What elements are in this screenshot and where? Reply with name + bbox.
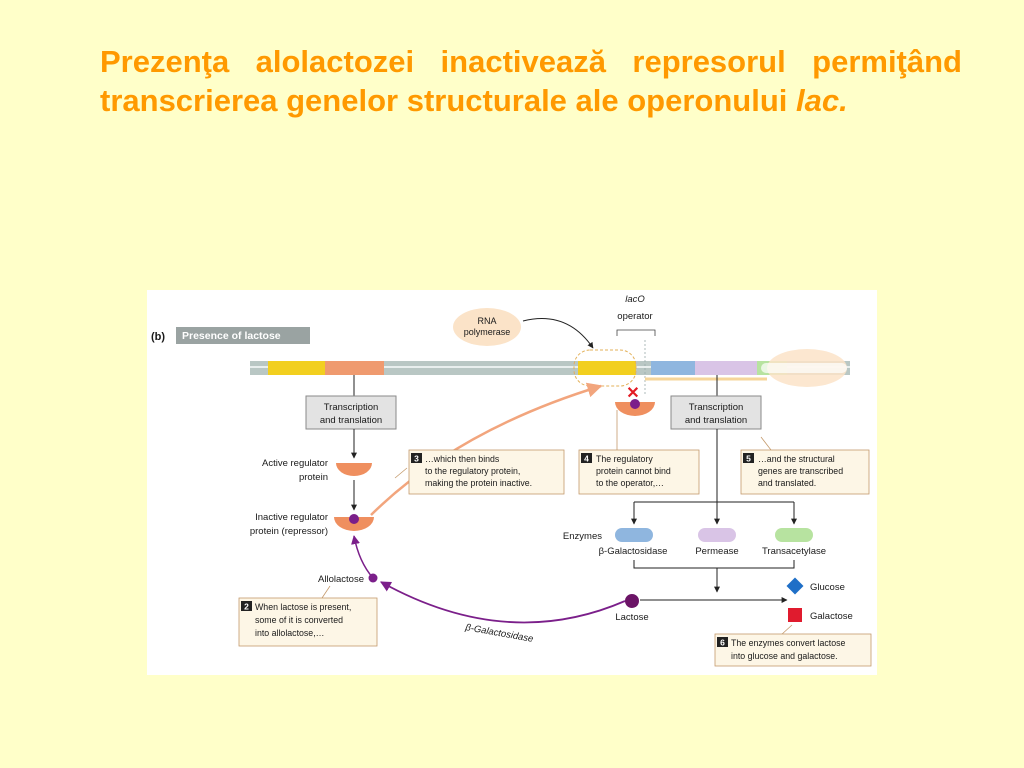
title-italic: lac. [796, 83, 848, 118]
panel-letter: (b) [151, 331, 165, 343]
lacz-gene [651, 361, 695, 375]
callout3-line2: to the regulatory protein, [425, 466, 520, 476]
rna-polymerase-line1: RNA [477, 316, 496, 326]
callout4-line2: protein cannot bind [596, 466, 671, 476]
callout-5 [740, 449, 870, 495]
callout3-pointer [394, 467, 408, 479]
callout3-line3: making the protein inactive. [425, 478, 532, 488]
callout6-pointer [780, 624, 793, 636]
rna-polymerase-line2: polymerase [464, 327, 511, 337]
beta-galactosidase-shape [615, 528, 653, 542]
callout4-num: 4 [584, 454, 589, 464]
lactose-to-allolactose-arrow [380, 581, 626, 624]
callout3-badge [411, 453, 422, 463]
callout3-num: 3 [414, 454, 419, 464]
transcription-right-line1: Transcription [689, 402, 744, 413]
transcription-box-left [305, 395, 397, 430]
transcription-left-line1: Transcription [324, 402, 379, 413]
callout2-badge [241, 601, 252, 611]
galactose-label: Galactose [810, 611, 853, 622]
callout6-num: 6 [720, 638, 725, 648]
lac-operon-diagram: (b) Presence of lactose RNA polymerase l… [151, 294, 872, 667]
panel-label-bg [176, 327, 310, 344]
active-regulator-line1: Active regulator [262, 458, 328, 469]
lactose-molecule [625, 594, 639, 608]
lac-operon-figure: (b) Presence of lactose RNA polymerase l… [147, 290, 877, 675]
allolactose-to-repressor-arrow [351, 535, 374, 579]
galactose-molecule [788, 608, 802, 622]
inactive-to-operator-arrow [370, 382, 603, 516]
cannot-bind-mark: ✕ [626, 385, 639, 402]
dna-highlight [250, 366, 850, 368]
callout2-line1: When lactose is present, [255, 602, 351, 612]
allolactose-label: Allolactose [318, 574, 364, 585]
operator-label: operator [617, 311, 652, 322]
inactive-regulator-line1: Inactive regulator [255, 512, 328, 523]
panel-label: Presence of lactose [182, 330, 281, 342]
polymerase-arrow [522, 318, 594, 349]
lacy-gene [695, 361, 757, 375]
title-text: Prezenţa alolactozei inactivează represo… [100, 44, 962, 118]
callout2-line3: into allolactose,… [255, 628, 324, 638]
callout2-pointer [321, 585, 331, 599]
inactive-regulator-line2: protein (repressor) [250, 526, 328, 537]
callout4-line1: The regulatory [596, 454, 653, 464]
active-regulator-line2: protein [299, 472, 328, 483]
callout5-pointer [760, 436, 772, 451]
callout-2 [238, 597, 378, 647]
transacetylase-shape [775, 528, 813, 542]
callout5-line2: genes are transcribed [758, 466, 843, 476]
callout3-line1: …which then binds [425, 454, 500, 464]
callout5-num: 5 [746, 454, 751, 464]
callout-6 [714, 633, 872, 667]
callout5-line1: …and the structural [758, 454, 835, 464]
callout5-line3: and translated. [758, 478, 816, 488]
bound-allolactose [349, 514, 359, 524]
enzyme-bracket [633, 560, 795, 569]
glucose-label: Glucose [810, 582, 845, 593]
callout4-badge [581, 453, 592, 463]
rna-polymerase [453, 308, 521, 346]
permease-shape [698, 528, 736, 542]
callout6-badge [717, 637, 728, 647]
slide-title: Prezenţa alolactozei inactivează represo… [100, 42, 962, 120]
polymerase-footprint [573, 349, 637, 387]
transacetylase-label: Transacetylase [762, 546, 826, 557]
laci-promoter [325, 361, 384, 375]
operator-bracket [616, 329, 656, 336]
callout2-line2: some of it is converted [255, 615, 343, 625]
callout6-line1: The enzymes convert lactose [731, 638, 846, 648]
callout-4 [578, 449, 700, 495]
blocked-repressor-ligand [630, 399, 640, 409]
callout4-line3: to the operator,… [596, 478, 664, 488]
beta-gal-arrow-label: β-Galactosidase [463, 622, 534, 645]
lactose-label: Lactose [615, 612, 648, 623]
active-repressor-shape [336, 463, 372, 476]
callout6-line2: into glucose and galactose. [731, 651, 838, 661]
transcript-band [761, 363, 847, 373]
beta-galactosidase-label: β-Galactosidase [599, 546, 668, 557]
laco-label: lacO [625, 294, 645, 305]
glucose-molecule [786, 577, 804, 595]
transcription-right-line2: and translation [685, 415, 747, 426]
lac-promoter [578, 361, 636, 375]
callout-3 [408, 449, 565, 495]
callout5-badge [743, 453, 754, 463]
permease-label: Permease [695, 546, 738, 557]
transcription-left-line2: and translation [320, 415, 382, 426]
laci-gene [268, 361, 325, 375]
callout2-num: 2 [244, 602, 249, 612]
transcription-box-right [670, 395, 762, 430]
enzymes-label: Enzymes [563, 531, 602, 542]
